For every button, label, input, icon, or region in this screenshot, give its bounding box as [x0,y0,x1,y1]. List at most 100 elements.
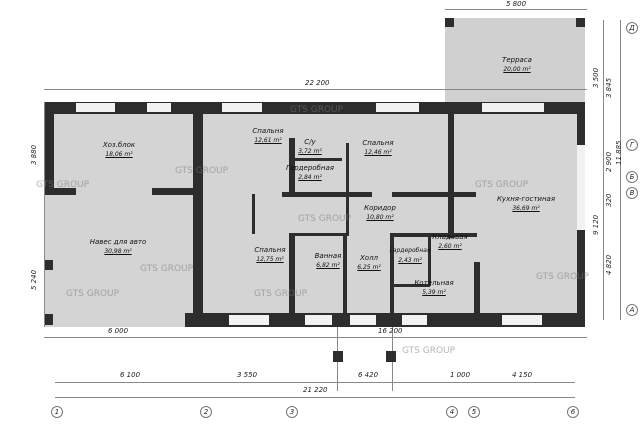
watermark: GTS GROUP [36,180,90,190]
dim-right: 9 120 [592,214,600,235]
dim-left-upper: 3 880 [30,144,38,165]
dim-line [445,9,587,10]
dim-line [603,20,604,320]
dim-right: 4 820 [605,254,613,275]
wall [474,262,480,320]
wall [289,233,349,236]
axis-marker: Г [626,139,638,151]
axis-marker: 2 [200,406,212,418]
watermark: GTS GROUP [290,105,344,115]
window [147,103,171,112]
window [376,103,419,112]
wall [294,158,342,161]
window [76,103,115,112]
wall [193,102,203,327]
wall [289,138,295,195]
wall-bottom [185,313,585,327]
entrance-door [350,315,376,325]
watermark: GTS GROUP [254,289,308,299]
porch-column [333,351,343,362]
dim-axis-total: 21 220 [303,386,328,394]
terrace-column [445,18,454,27]
watermark: GTS GROUP [66,289,120,299]
axis-marker: Б [626,171,638,183]
column [44,314,53,325]
building-footprint [44,102,585,327]
axis-marker: 5 [468,406,480,418]
axis-marker: А [626,304,638,316]
dim-line [44,337,587,338]
wall [343,233,347,323]
axis-marker: Д [626,22,638,34]
dim-axis-span: 6 420 [358,371,379,379]
watermark: GTS GROUP [175,166,229,176]
dim-bottom-right: 16 200 [378,327,403,335]
dim-line [44,102,45,327]
watermark: GTS GROUP [402,346,456,356]
dim-right: 3 845 [605,77,613,98]
dim-axis-span: 1 000 [450,371,471,379]
dim-right: 2 900 [605,151,613,172]
dim-axis-span: 3 550 [237,371,258,379]
wall [448,102,454,238]
wall [44,188,76,195]
dim-line [44,89,587,90]
window [222,103,262,112]
dim-total-top: 22 200 [305,79,330,87]
window [229,315,269,325]
column [44,260,53,270]
dim-right: 320 [605,193,613,207]
dim-axis-span: 6 100 [120,371,141,379]
wall [252,194,255,234]
window [482,103,544,112]
dim-bottom-left: 6 000 [108,327,129,335]
axis-marker: 4 [446,406,458,418]
window [402,315,427,325]
wall [282,192,372,197]
window [502,315,542,325]
dim-terrace-width: 5 800 [506,0,527,8]
wall [152,188,197,195]
wall [346,143,349,236]
axis-marker: 1 [51,406,63,418]
dim-right: 3 500 [592,67,600,88]
wall [390,233,394,323]
dim-line [55,382,575,383]
dim-right: 11 885 [615,140,623,166]
wall [390,284,430,287]
dim-line [55,397,575,398]
porch-column [386,351,396,362]
watermark: GTS GROUP [298,214,352,224]
wall [392,192,476,197]
window [305,315,332,325]
wall [391,233,477,237]
watermark: GTS GROUP [475,180,529,190]
wall-left [44,102,54,192]
terrace-column [576,18,585,27]
wall [289,233,295,323]
dim-left-lower: 5 240 [30,269,38,290]
axis-marker: 6 [567,406,579,418]
axis-marker: В [626,187,638,199]
wall [428,233,431,286]
window [577,145,585,230]
dim-line [620,20,621,320]
watermark: GTS GROUP [536,272,590,282]
dim-axis-span: 4 150 [512,371,533,379]
